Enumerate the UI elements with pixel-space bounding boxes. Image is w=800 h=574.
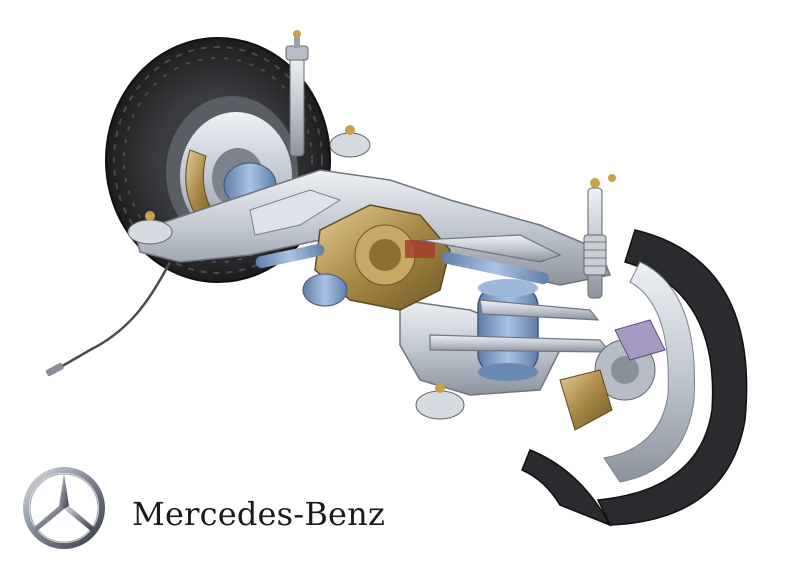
control-arms — [419, 234, 612, 353]
cable-end — [45, 362, 64, 377]
right-wheel-cutaway — [521, 229, 748, 527]
brand-wordmark: Mercedes-Benz — [132, 495, 386, 533]
brand-block: Mercedes-Benz — [22, 466, 386, 549]
brake-cable — [51, 261, 172, 374]
three-pointed-star-icon — [23, 467, 105, 549]
differential — [255, 204, 549, 311]
left-shock-absorber — [285, 30, 309, 157]
air-spring — [477, 279, 539, 381]
right-shock-absorber — [583, 174, 616, 299]
